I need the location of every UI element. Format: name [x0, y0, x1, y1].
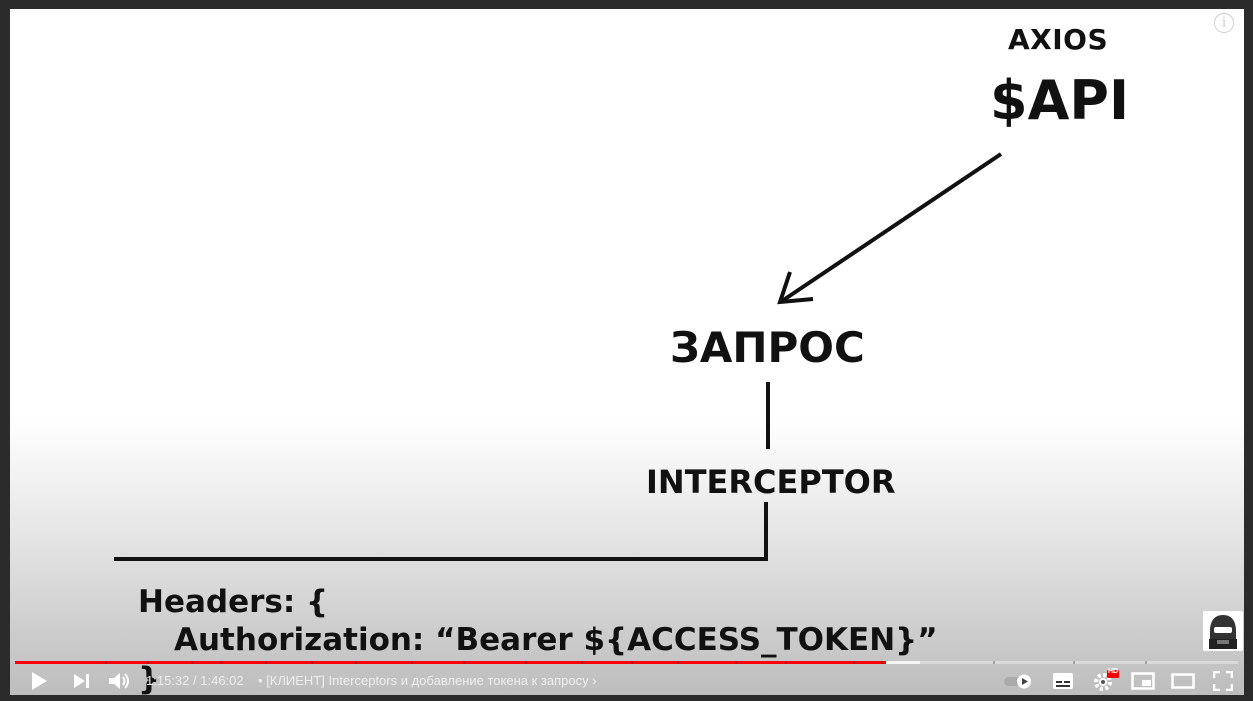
code-closing-brace: } — [138, 661, 161, 695]
chapter-marker — [355, 661, 357, 664]
chapter-marker — [581, 661, 583, 664]
api-label: $API — [990, 69, 1130, 132]
arrow-head — [777, 271, 814, 305]
progress-bar[interactable] — [15, 661, 1238, 664]
diagram-lines — [114, 152, 1003, 561]
chapter-marker — [993, 661, 995, 664]
player-controls: 1:15:32 / 1:46:02 • [КЛИЕНТ] Interceptor… — [10, 667, 1244, 695]
chapter-marker — [220, 661, 222, 664]
theater-icon[interactable] — [1170, 667, 1196, 695]
duration: 1:46:02 — [200, 673, 244, 688]
info-icon[interactable]: i — [1214, 13, 1234, 33]
channel-avatar-icon[interactable] — [1203, 611, 1243, 651]
request-label: ЗАПРОС — [670, 323, 865, 372]
chapter-marker — [191, 661, 193, 664]
chapter-marker — [525, 661, 527, 664]
next-icon[interactable] — [68, 667, 94, 695]
play-icon[interactable] — [26, 667, 52, 695]
current-time: 1:15:32 — [146, 673, 190, 688]
autoplay-toggle-icon[interactable] — [1002, 667, 1034, 695]
time-display: 1:15:32 / 1:46:02 — [146, 673, 244, 688]
chapter-marker — [411, 661, 413, 664]
code-headers-line: Headers: { — [138, 584, 329, 620]
code-authorization-line: Authorization: “Bearer ${ACCESS_TOKEN}” — [174, 622, 938, 658]
chapter-marker — [265, 661, 267, 664]
hd-badge: HD — [1108, 668, 1119, 675]
chapter-marker — [631, 661, 633, 664]
arrow-line — [780, 152, 1003, 303]
video-player[interactable]: i AXIOS $API ЗАПРОС INTERCEPTOR Headers:… — [10, 9, 1244, 695]
chapter-title-button[interactable]: • [КЛИЕНТ] Interceptors и добавление ток… — [258, 673, 597, 688]
progress-played — [15, 661, 886, 664]
miniplayer-icon[interactable] — [1130, 667, 1156, 695]
chapter-marker — [311, 661, 313, 664]
interceptor-label: INTERCEPTOR — [646, 463, 896, 501]
chevron-right-icon: › — [592, 673, 597, 688]
chapter-marker — [463, 661, 465, 664]
chapter-marker — [1073, 661, 1075, 664]
time-separator: / — [193, 673, 197, 688]
axios-label: AXIOS — [1008, 23, 1109, 56]
chapter-marker — [1145, 661, 1147, 664]
chapter-marker — [853, 661, 855, 664]
chapter-title: [КЛИЕНТ] Interceptors и добавление токен… — [266, 673, 589, 688]
subtitles-icon[interactable] — [1050, 667, 1076, 695]
chapter-marker — [881, 661, 883, 664]
chapter-marker — [105, 661, 107, 664]
connector-elbow — [114, 502, 768, 561]
settings-icon[interactable]: HD — [1090, 667, 1120, 695]
volume-icon[interactable] — [107, 667, 133, 695]
chapter-bullet: • — [258, 673, 263, 688]
chapter-marker — [147, 661, 149, 664]
chapter-marker — [735, 661, 737, 664]
chapter-marker — [677, 661, 679, 664]
chapter-marker — [785, 661, 787, 664]
fullscreen-icon[interactable] — [1210, 667, 1236, 695]
